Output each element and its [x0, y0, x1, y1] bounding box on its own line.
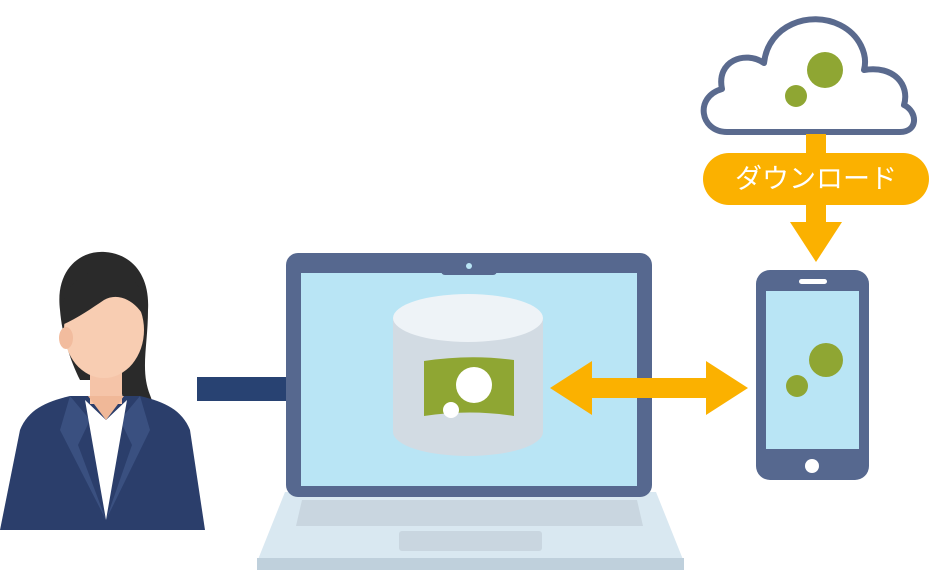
cloud-icon [700, 16, 917, 135]
database-icon [393, 294, 543, 456]
sync-arrow [550, 361, 748, 415]
download-label-pill [703, 153, 929, 205]
businesswoman-icon [0, 251, 205, 530]
download-label: ダウンロード [735, 164, 897, 195]
smartphone-icon [756, 270, 869, 480]
download-arrow: ダウンロード [703, 134, 929, 262]
